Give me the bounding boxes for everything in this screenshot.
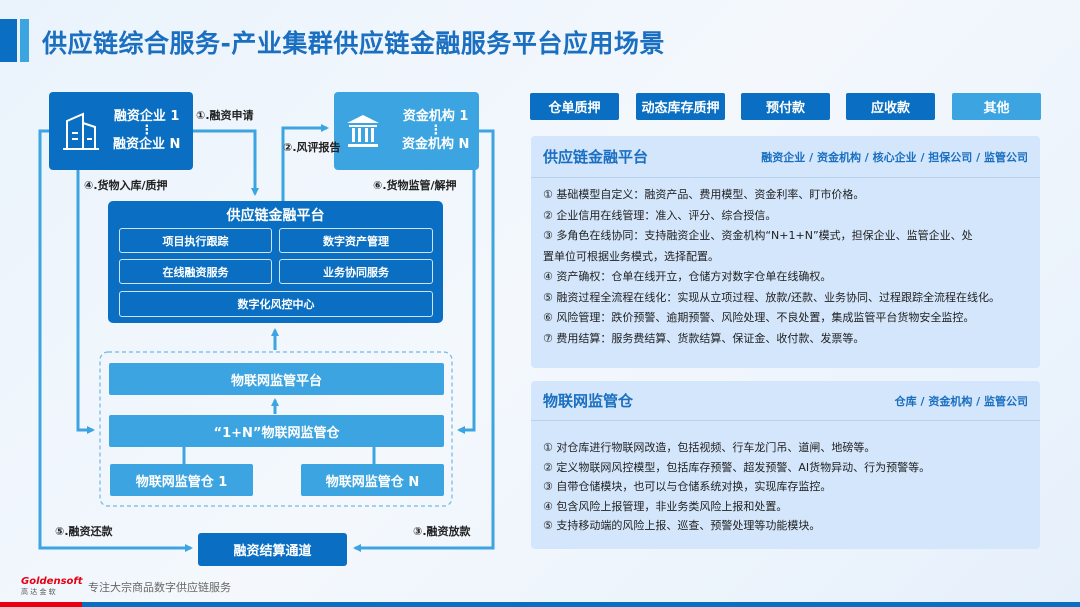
logo-cn: 高 达 金 软: [21, 588, 56, 596]
list-item: ⑥ 风险管理：跌价预警、逾期预警、风险处理、不良处置，集成监管平台货物安全监控。: [543, 311, 975, 324]
module-collaboration[interactable]: 业务协同服务: [279, 259, 433, 284]
list-item: ⑤ 融资过程全流程在线化：实现从立项过程、放款/还款、业务协同、过程跟踪全流程在…: [543, 290, 1001, 304]
footer-bar-red: [0, 602, 82, 607]
label-repay: ⑤.融资还款: [55, 525, 113, 538]
label-risk-report: ②.风评报告: [283, 141, 341, 154]
list-item: ② 定义物联网风控模型，包括库存预警、超发预警、AI货物异动、行为预警等。: [543, 460, 931, 474]
list-item: ④ 包含风险上报管理，非业务类风险上报和处置。: [543, 499, 788, 513]
list-item: ① 基础模型自定义：融资产品、费用模型、资金利率、盯市价格。: [543, 188, 865, 201]
fund-dots: ⋮: [429, 123, 443, 138]
module-online-financing[interactable]: 在线融资服务: [119, 259, 272, 284]
iot-warehouse-n[interactable]: 物联网监管仓 N: [301, 464, 444, 496]
platform-box: 供应链金融平台: [108, 201, 443, 323]
panel-scf-platform: 供应链金融平台融资企业 / 资金机构 / 核心企业 / 担保公司 / 监管公司 …: [531, 136, 1040, 368]
tab-prepayment[interactable]: 预付款: [741, 93, 830, 120]
tagline: 专注大宗商品数字供应链服务: [88, 581, 231, 594]
iot-platform-box[interactable]: 物联网监管平台: [109, 363, 444, 395]
enterprise-box[interactable]: 融资企业 1 ⋮ 融资企业 N: [49, 92, 193, 170]
arrow-supervise: [457, 170, 476, 434]
module-project-tracking[interactable]: 项目执行跟踪: [119, 228, 272, 253]
panel-title: 供应链金融平台: [543, 148, 649, 166]
module-digital-asset[interactable]: 数字资产管理: [279, 228, 433, 253]
fund-last: 资金机构 N: [402, 137, 470, 152]
panel-title: 物联网监管仓: [543, 392, 634, 410]
list-item: ⑦ 费用结算：服务费结算、货款结算、保证金、收付款、发票等。: [543, 331, 865, 345]
list-item: ④ 资产确权：仓单在线开立，仓储方对数字仓单在线确权。: [543, 270, 832, 283]
panel-roles: 仓库 / 资金机构 / 监管公司: [894, 394, 1028, 408]
logo: Goldensoft 高 达 金 软: [21, 576, 83, 597]
label-supervise: ⑥.货物监管/解押: [373, 179, 457, 192]
tab-dynamic-inventory[interactable]: 动态库存质押: [636, 93, 725, 120]
footer-bar-blue: [82, 602, 1080, 607]
arrow-repay: [38, 129, 193, 552]
tab-other[interactable]: 其他: [952, 93, 1041, 120]
list-item: ② 企业信用在线管理：准入、评分、综合授信。: [543, 208, 777, 222]
arrow-inbound: [76, 170, 95, 434]
list-item: ① 对仓库进行物联网改造，包括视频、行车龙门吊、道闸、地磅等。: [543, 441, 876, 454]
fund-first: 资金机构 1: [402, 109, 469, 124]
enterprise-first: 融资企业 1: [113, 109, 180, 124]
iot-warehouse-1[interactable]: 物联网监管仓 1: [110, 464, 253, 496]
enterprise-last: 融资企业 N: [113, 137, 181, 152]
panel-iot-warehouse: 物联网监管仓 仓库 / 资金机构 / 监管公司 ① 对仓库进行物联网改造，包括视频…: [531, 381, 1040, 549]
iot-hub-box[interactable]: “1+N”物联网监管仓: [109, 415, 444, 447]
settlement-box[interactable]: 融资结算通道: [198, 533, 347, 566]
module-risk-center[interactable]: 数字化风控中心: [119, 291, 433, 317]
enterprise-dots: ⋮: [140, 123, 154, 138]
logo-text: Goldensoft: [21, 576, 83, 587]
arrow-apply: [193, 129, 259, 196]
tab-warehouse-receipt[interactable]: 仓单质押: [530, 93, 619, 120]
title-accent-dark: [0, 19, 17, 62]
label-loan: ③.融资放款: [413, 525, 471, 538]
building-icon: [63, 112, 99, 150]
tab-receivables[interactable]: 应收款: [846, 93, 935, 120]
label-inbound: ④.货物入库/质押: [84, 179, 168, 192]
list-item: ③ 多角色在线协同：支持融资企业、资金机构“N+1+N”模式，担保企业、监管企业…: [543, 229, 973, 263]
label-apply: ①.融资申请: [196, 109, 254, 122]
arrow-risk-report: [281, 124, 329, 201]
platform-title: 供应链金融平台: [226, 208, 325, 224]
fund-box[interactable]: 资金机构 1 ⋮ 资金机构 N: [334, 92, 479, 170]
title-accent-light: [20, 19, 29, 62]
iot-dashed-group: [99, 351, 453, 507]
arrow-loan: [353, 129, 495, 552]
panel-roles: 融资企业 / 资金机构 / 核心企业 / 担保公司 / 监管公司: [761, 150, 1028, 164]
list-item: ③ 自带仓储模块，也可以与仓储系统对换，实现库存监控。: [543, 480, 832, 493]
page-title: 供应链综合服务-产业集群供应链金融服务平台应用场景: [42, 29, 665, 58]
bank-icon: [347, 115, 379, 147]
list-item: ⑤ 支持移动端的风险上报、巡查、预警处理等功能模块。: [543, 519, 821, 532]
